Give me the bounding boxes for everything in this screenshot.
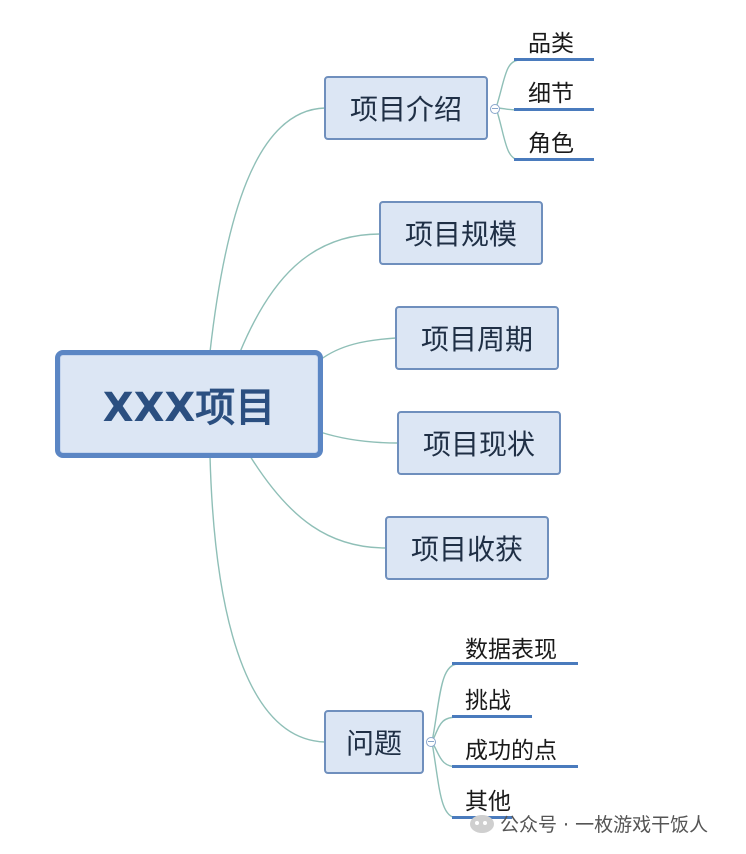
link-intro-c3 [495,107,521,161]
link-root-scale [239,233,381,353]
leaf-intro-2[interactable]: 细节 [528,81,574,107]
collapse-toggle-intro[interactable] [490,104,500,114]
branch-label: 项目规模 [404,218,517,251]
link-intro-c1 [495,59,521,109]
watermark-text: 公众号 · 一枚游戏干饭人 [500,814,709,836]
branch-label: 项目现状 [422,428,535,461]
branch-node-issues[interactable]: 问题 [324,710,424,774]
branch-node-harvest[interactable]: 项目收获 [385,516,549,580]
link-root-harvest [249,455,387,549]
leaf-issues-2[interactable]: 挑战 [465,688,511,714]
branch-label: 项目收获 [410,533,523,566]
collapse-toggle-issues[interactable] [426,737,436,747]
leaf-underline [452,662,578,665]
branch-label: 问题 [345,727,402,760]
link-issues-c1 [431,663,459,743]
branch-node-cycle[interactable]: 项目周期 [395,306,559,370]
link-issues-c4 [431,741,459,819]
leaf-underline [452,765,578,768]
link-root-issues [209,455,326,743]
root-node[interactable]: XXX项目 [55,350,323,458]
branch-node-intro[interactable]: 项目介绍 [324,76,488,140]
branch-node-status[interactable]: 项目现状 [397,411,561,475]
wechat-icon [470,814,494,833]
leaf-issues-3[interactable]: 成功的点 [465,738,557,764]
leaf-underline [514,108,594,111]
leaf-intro-1[interactable]: 品类 [528,31,574,57]
branch-label: 项目介绍 [349,93,462,126]
link-root-intro [209,107,326,353]
branch-label: 项目周期 [420,323,533,356]
link-root-cycle [319,337,397,361]
leaf-underline [514,58,594,61]
branch-node-scale[interactable]: 项目规模 [379,201,543,265]
root-label: XXX项目 [102,385,276,431]
watermark: 公众号 · 一枚游戏干饭人 [470,810,708,837]
leaf-issues-1[interactable]: 数据表现 [465,637,557,663]
leaf-intro-3[interactable]: 角色 [528,131,574,157]
leaf-underline [452,715,532,718]
leaf-issues-4[interactable]: 其他 [465,789,511,815]
leaf-underline [514,158,594,161]
link-root-status [319,431,399,444]
